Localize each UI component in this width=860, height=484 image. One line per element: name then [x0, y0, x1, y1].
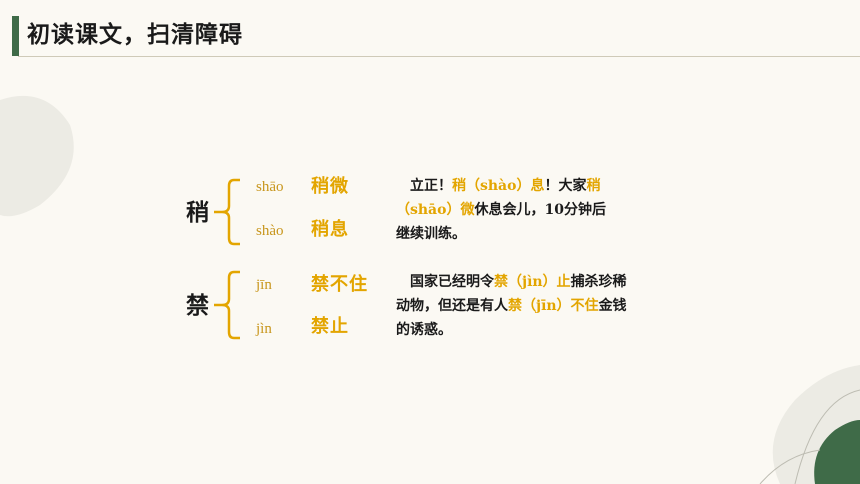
pinyin: shào: [256, 223, 284, 239]
sentence-segment: 国家已经明令: [410, 274, 494, 290]
sentence-segment: 稍（shào）息: [452, 178, 545, 194]
sentence-segment: 禁（jīn）不住: [508, 298, 599, 314]
page-title: 初读课文，扫清障碍: [27, 21, 243, 48]
word: 稍微: [311, 176, 349, 197]
sentence-segment: ！大家: [544, 178, 587, 194]
sentence-segment: 禁（jìn）止: [494, 274, 571, 290]
character: 稍: [186, 199, 209, 226]
sentence-segment: 稍（shāo）微: [396, 178, 601, 218]
sentence-segment: 捕杀珍稀动物，但还是有人: [396, 274, 627, 314]
background-leaf-bottom-right: [759, 365, 860, 484]
brace-icon: [214, 178, 240, 246]
word: 禁止: [311, 316, 349, 337]
title-accent-bar: [12, 16, 19, 56]
sentence-segment: 立正！: [410, 178, 452, 194]
example-sentence: 国家已经明令禁（jìn）止捕杀珍稀动物，但还是有人禁（jīn）不住金钱的诱惑。: [396, 270, 628, 342]
word: 稍息: [311, 219, 349, 240]
sentence-segment: 休息会儿，10分钟后继续训练。: [396, 202, 606, 242]
pinyin: shāo: [256, 179, 284, 195]
pinyin: jīn: [256, 277, 272, 293]
background-leaf-left: [0, 95, 74, 217]
example-sentence: 立正！稍（shào）息！大家稍（shāo）微休息会儿，10分钟后继续训练。: [396, 174, 614, 246]
header-divider: [18, 56, 860, 57]
brace-icon: [214, 270, 240, 340]
word: 禁不住: [311, 274, 368, 295]
character: 禁: [186, 292, 209, 319]
pinyin: jìn: [256, 321, 272, 337]
sentence-segment: 金钱的诱惑。: [396, 298, 627, 338]
